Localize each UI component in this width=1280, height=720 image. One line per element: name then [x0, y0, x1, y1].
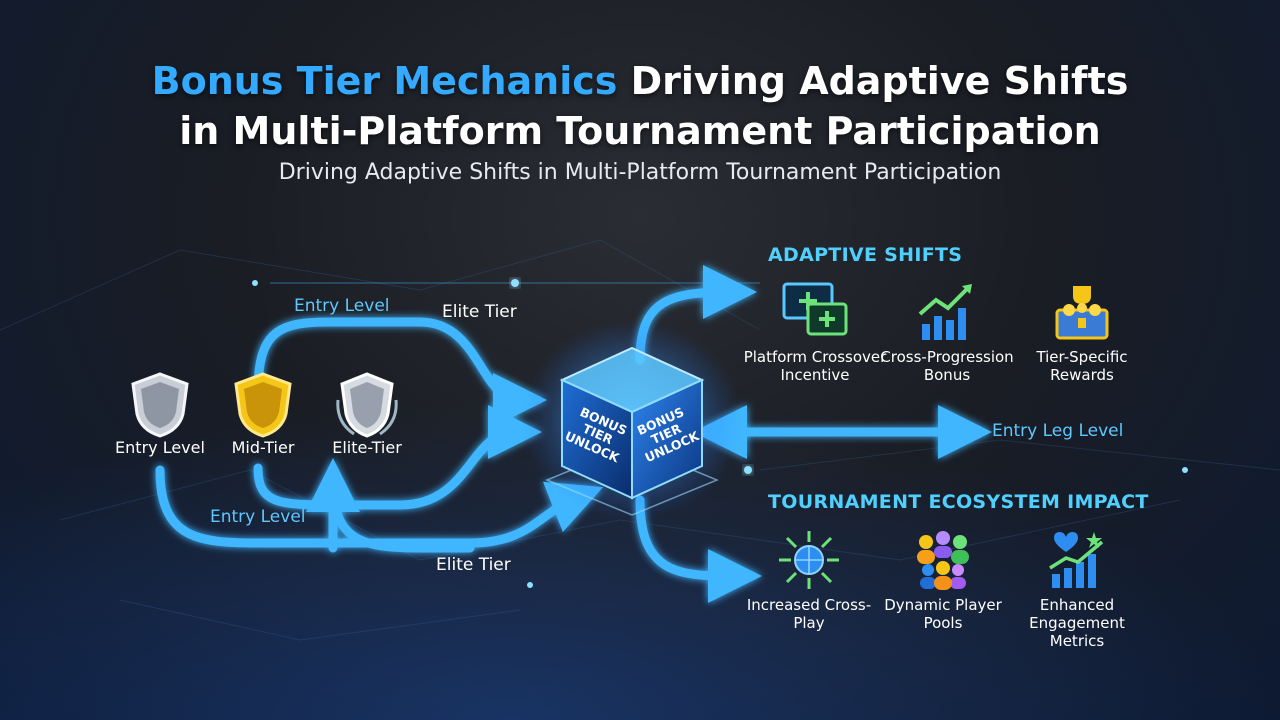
title-highlight: Bonus Tier Mechanics: [151, 59, 618, 103]
tier-label-mid: Mid-Tier: [231, 438, 295, 457]
title-line-2: in Multi-Platform Tournament Participati…: [179, 109, 1101, 153]
card-platform-crossover: Platform Crossover Incentive: [740, 280, 890, 384]
bonus-tier-cube: BONUSTIERUNLOCK BONUSTIERUNLOCK: [522, 320, 742, 520]
arrow-top-path: [253, 317, 547, 427]
monitor-plus-icon: [782, 282, 848, 336]
treasure-chest-icon: [1055, 286, 1109, 340]
silver-shield-icon: [131, 372, 189, 438]
card-tier-rewards: Tier-Specific Rewards: [1007, 280, 1157, 384]
node-dot: [527, 582, 533, 588]
card-cross-play: Increased Cross-Play: [734, 528, 884, 632]
flow-label-bottom-right: Elite Tier: [436, 555, 511, 575]
card-label: Platform Crossover Incentive: [743, 348, 887, 384]
flow-label-top-right: Elite Tier: [442, 302, 517, 322]
adaptive-shifts-title: ADAPTIVE SHIFTS: [768, 244, 963, 266]
ecosystem-impact-title: TOURNAMENT ECOSYSTEM IMPACT: [768, 491, 1149, 513]
arrow-mid-path: [253, 405, 542, 510]
arrow-to-ecosystem: [635, 495, 762, 603]
card-cross-progression: Cross-Progression Bonus: [872, 280, 1022, 384]
card-label: Dynamic Player Pools: [884, 596, 1002, 632]
node-dot: [1182, 467, 1188, 473]
card-label: Tier-Specific Rewards: [1036, 348, 1128, 384]
player-group-icon: [917, 531, 969, 590]
growth-chart-icon: [918, 284, 972, 340]
node-dot: [511, 279, 519, 287]
card-label: Enhanced Engagement Metrics: [1029, 596, 1125, 650]
heart-star-chart-icon: [1049, 532, 1104, 588]
card-player-pools: Dynamic Player Pools: [868, 528, 1018, 632]
gold-shield-icon: [234, 372, 292, 438]
globe-arrows-icon: [779, 531, 839, 589]
arrow-bottom-path: [155, 465, 604, 548]
flow-label-bottom-left: Entry Level: [210, 507, 306, 527]
page-subtitle: Driving Adaptive Shifts in Multi-Platfor…: [278, 160, 1002, 185]
silver-laurel-shield-icon: [336, 372, 398, 438]
card-label: Cross-Progression Bonus: [880, 348, 1014, 384]
card-label: Increased Cross-Play: [746, 596, 872, 632]
node-dot: [252, 280, 258, 286]
card-engagement-metrics: Enhanced Engagement Metrics: [1002, 528, 1152, 650]
tier-label-entry: Entry Level: [115, 438, 205, 457]
cube-right-face: [631, 378, 703, 500]
tier-label-elite: Elite-Tier: [332, 438, 402, 457]
cube-left-text: BONUSTIERUNLOCK: [563, 403, 634, 466]
title-rest: Driving Adaptive Shifts: [617, 59, 1129, 103]
flow-label-right-arrow: Entry Leg Level: [992, 421, 1124, 441]
node-dot: [744, 466, 752, 474]
page-title: Bonus Tier Mechanics Driving Adaptive Sh…: [0, 56, 1280, 156]
flow-label-top-left: Entry Level: [294, 296, 390, 316]
